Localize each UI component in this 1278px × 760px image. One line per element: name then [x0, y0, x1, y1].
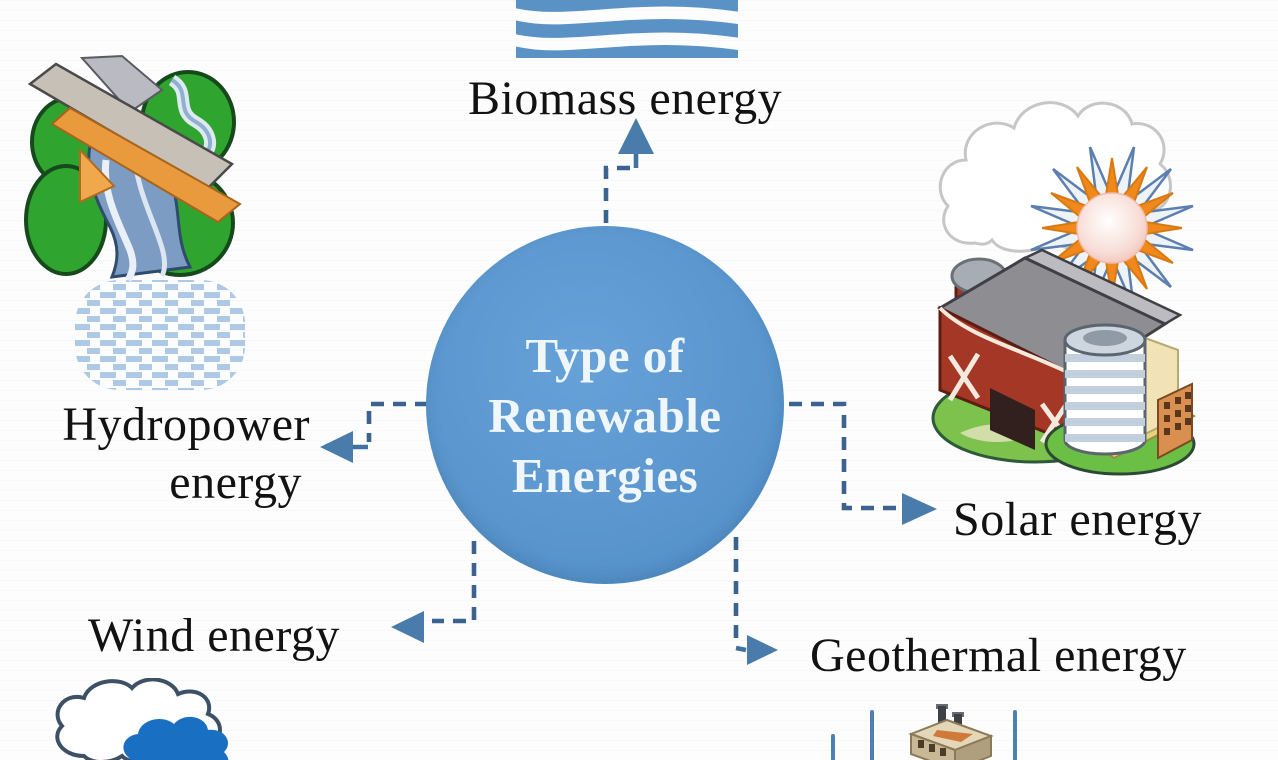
water-waves-icon: [516, 0, 738, 58]
connector-hydropower: [320, 401, 428, 463]
label-geothermal: Geothermal energy: [810, 629, 1187, 682]
center-node: Type of Renewable Energies: [426, 226, 784, 584]
label-hydropower-line2: energy: [169, 456, 302, 509]
center-title-line: Energies: [511, 448, 699, 503]
label-biomass: Biomass energy: [468, 72, 783, 125]
dam-and-river-icon: [22, 50, 257, 395]
label-hydropower-line1: Hydropower: [62, 398, 310, 451]
connector-geothermal: [733, 537, 778, 665]
connector-solar: [789, 401, 937, 525]
center-title-line: Renewable: [488, 388, 722, 443]
center-title-line: Type of: [525, 328, 685, 383]
geothermal-plant-icon: [815, 690, 1050, 760]
connector-biomass: [603, 118, 654, 223]
sun-farm-buildings-icon: [930, 88, 1198, 480]
label-hydropower: Hydropower energy: [25, 396, 310, 512]
label-solar: Solar energy: [953, 493, 1203, 546]
clouds-icon: [48, 678, 273, 760]
connector-wind: [391, 541, 477, 643]
label-wind: Wind energy: [88, 609, 340, 662]
